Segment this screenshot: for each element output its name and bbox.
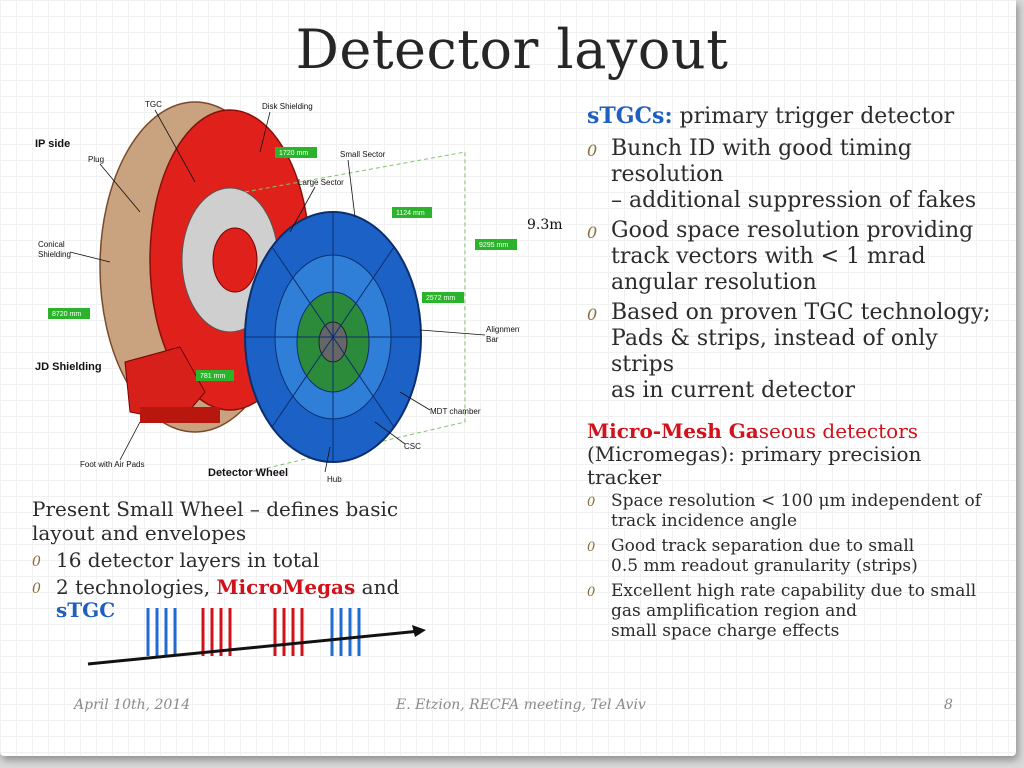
line: Bunch ID with good timing (611, 136, 912, 161)
list-item: 0 16 detector layers in total (32, 549, 412, 572)
label-detector-wheel: Detector Wheel (208, 467, 288, 479)
mm-heading-bold: Micro-Mesh Ga (587, 419, 759, 443)
line: small space charge effects (611, 621, 840, 641)
label-mdt: MDT chamber (430, 407, 481, 416)
dim-1720: 1720 mm (279, 150, 308, 157)
mm-heading-line2: (Micromegas): primary precision (587, 442, 922, 466)
line: track incidence angle (611, 511, 798, 531)
plug-hub (212, 227, 258, 293)
mm-heading-red: seous detectors (758, 419, 919, 443)
bullet-icon: 0 (587, 585, 596, 600)
line: 2 technologies, (56, 575, 217, 599)
track-arrow (87, 629, 421, 666)
line: strips (611, 352, 675, 377)
mm-heading-line3: tracker (587, 465, 662, 489)
line: angular resolution (611, 270, 817, 295)
bullet-icon: 0 (32, 554, 41, 570)
bullet-icon: 0 (587, 305, 598, 324)
line: Space resolution < 100 μm independent of (611, 491, 981, 511)
line: as in current detector (611, 378, 856, 403)
footer-center: E. Etzion, RECFA meeting, Tel Aviv (396, 697, 646, 713)
line: Based on proven TGC technology; (611, 300, 991, 325)
left-bullets: 0 16 detector layers in total 0 2 technolo… (32, 549, 412, 622)
micromegas-heading: Micro-Mesh Gaseous detectors (Micromegas… (587, 420, 1007, 489)
label-conical-1: Conical (38, 240, 65, 249)
label-jd-shielding: JD Shielding (35, 361, 102, 373)
label-csc: CSC (404, 442, 421, 451)
dim-9295: 9295 mm (479, 242, 508, 249)
line: Excellent high rate capability due to sm… (611, 581, 977, 601)
bullet-icon: 0 (587, 540, 596, 555)
line: Good track separation due to small (611, 536, 915, 556)
slide-title: Detector layout (295, 18, 729, 81)
footer-date: April 10th, 2014 (74, 697, 191, 713)
dim-2572: 2572 mm (426, 295, 455, 302)
stgc-heading: sTGCs: primary trigger detector (587, 103, 1007, 130)
arrow-head-icon (412, 625, 426, 637)
stgc-heading-rest: primary trigger detector (672, 104, 955, 129)
label-alignment-2: Bar (486, 335, 499, 344)
label-foot: Foot with Air Pads (80, 460, 144, 469)
line: Good space resolution providing (611, 218, 974, 243)
bullet-icon: 0 (587, 223, 598, 242)
bullet-icon: 0 (587, 141, 598, 160)
bullet-icon: 0 (32, 581, 41, 597)
list-item: 0 Based on proven TGC technology;Pads & … (587, 300, 1007, 404)
stgc-layers-left (146, 608, 177, 656)
line: 16 detector layers in total (56, 548, 320, 572)
line: gas amplification region and (611, 601, 858, 621)
stgc-heading-bold: sTGCs: (587, 103, 673, 129)
label-disk-shielding: Disk Shielding (262, 102, 313, 111)
label-tgc: TGC (145, 100, 162, 109)
dim-8720: 8720 mm (52, 311, 81, 318)
line: resolution (611, 162, 724, 187)
label-small-sector: Small Sector (340, 150, 386, 159)
mm-layers-left (201, 608, 232, 656)
label-alignment-1: Alignment (486, 325, 520, 334)
page-number: 8 (944, 697, 953, 713)
stgc-word: sTGC (56, 598, 116, 622)
list-item: 0 2 technologies, MicroMegas and sTGC (32, 576, 412, 622)
label-large-sector: Large Sector (298, 178, 344, 187)
line: and (355, 575, 400, 599)
bullet-icon: 0 (587, 495, 596, 510)
line: 0.5 mm readout granularity (strips) (611, 556, 918, 576)
line: layout and envelopes (32, 521, 247, 545)
label-plug: Plug (88, 155, 104, 164)
right-column: sTGCs: primary trigger detector 0 Bunch … (587, 103, 1007, 646)
micromegas-bullets: 0 Space resolution < 100 μm independent … (587, 491, 1007, 641)
line: Pads & strips, instead of only (611, 326, 938, 351)
list-item: 0 Excellent high rate capability due to … (587, 581, 1007, 641)
foot (140, 407, 220, 423)
line: – additional suppression of fakes (611, 188, 977, 213)
layer-diagram (87, 608, 426, 666)
dimension-tags: 1720 mm 1124 mm 9295 mm 2572 mm 8720 mm … (48, 147, 517, 381)
detector-diagram: 1720 mm 1124 mm 9295 mm 2572 mm 8720 mm … (35, 100, 520, 484)
dim-781: 781 mm (200, 373, 225, 380)
dim-1124: 1124 mm (396, 210, 425, 217)
stgc-layers-right (330, 608, 361, 656)
line: Present Small Wheel – defines basic (32, 497, 399, 521)
micromegas-word: MicroMegas (216, 575, 356, 599)
mm-layers-right (273, 608, 304, 656)
list-item: 0 Space resolution < 100 μm independent … (587, 491, 1007, 531)
line: track vectors with < 1 mrad (611, 244, 926, 269)
label-conical-2: Shielding (38, 250, 71, 259)
size-label: 9.3m (527, 217, 563, 233)
label-ip-side: IP side (35, 138, 70, 150)
label-hub: Hub (327, 475, 342, 484)
